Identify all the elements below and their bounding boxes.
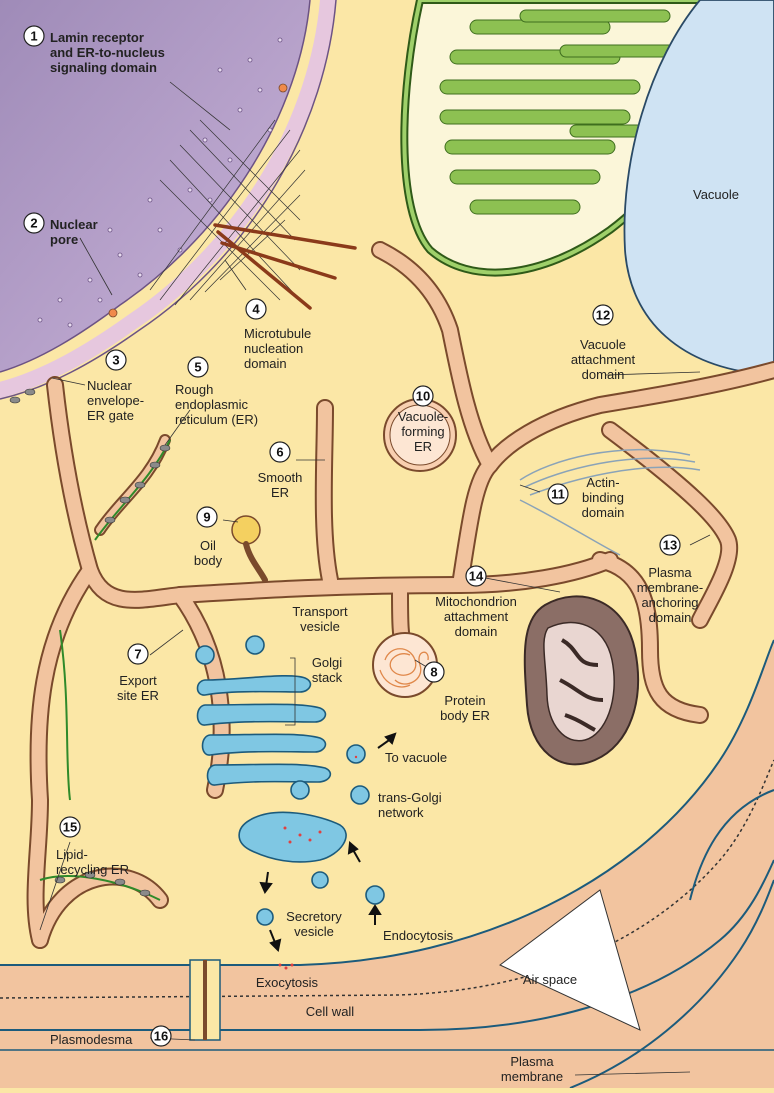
label-plasmodesma: Plasmodesma — [50, 1032, 133, 1047]
number-badge-text: 6 — [276, 445, 283, 460]
number-badge-text: 7 — [134, 647, 141, 662]
number-badge-text: 8 — [430, 665, 437, 680]
number-badge-text: 1 — [30, 29, 37, 44]
nucleus — [0, 0, 337, 400]
number-badge-12: 12 — [592, 304, 614, 326]
label-vacuole: Vacuole — [693, 187, 739, 202]
label-air-space: Air space — [523, 972, 577, 987]
number-badge-11: 11 — [547, 483, 569, 505]
number-badge-text: 15 — [63, 820, 77, 835]
number-badge-text: 4 — [252, 302, 260, 317]
number-badge-16: 16 — [150, 1025, 172, 1047]
microtubules — [213, 223, 357, 310]
number-badge-text: 16 — [154, 1029, 168, 1044]
number-badge-10: 10 — [412, 385, 434, 407]
golgi-apparatus — [195, 635, 385, 970]
number-badge-8: 8 — [423, 661, 445, 683]
arrows — [259, 732, 397, 953]
er-network — [9, 241, 774, 949]
number-badge-text: 10 — [416, 389, 430, 404]
number-badge-9: 9 — [196, 506, 218, 528]
number-badge-text: 13 — [663, 538, 677, 553]
number-badge-13: 13 — [659, 534, 681, 556]
label-to-vacuole: To vacuole — [385, 750, 447, 765]
label-endocytosis: Endocytosis — [383, 928, 454, 943]
number-badge-6: 6 — [269, 441, 291, 463]
label-lipid-recycling: Lipid-recycling ER — [56, 847, 129, 877]
number-badge-7: 7 — [127, 643, 149, 665]
number-badge-1: 1 — [23, 25, 45, 47]
number-badge-2: 2 — [23, 212, 45, 234]
chloroplast — [400, 0, 740, 277]
number-badge-text: 11 — [551, 487, 565, 502]
number-badge-text: 2 — [30, 216, 37, 231]
number-badge-3: 3 — [105, 349, 127, 371]
vacuole — [623, 0, 774, 376]
number-badge-4: 4 — [245, 298, 267, 320]
number-badge-15: 15 — [59, 816, 81, 838]
number-badge-text: 5 — [194, 360, 201, 375]
label-exocytosis: Exocytosis — [256, 975, 319, 990]
label-cell-wall: Cell wall — [306, 1004, 355, 1019]
mitochondrion — [523, 595, 639, 766]
number-badge-text: 9 — [203, 510, 210, 525]
number-badge-14: 14 — [465, 565, 487, 587]
plasmodesma — [0, 959, 774, 1051]
number-badge-5: 5 — [187, 356, 209, 378]
number-badge-text: 3 — [112, 353, 119, 368]
number-badge-text: 14 — [469, 569, 484, 584]
number-badge-text: 12 — [596, 308, 610, 323]
